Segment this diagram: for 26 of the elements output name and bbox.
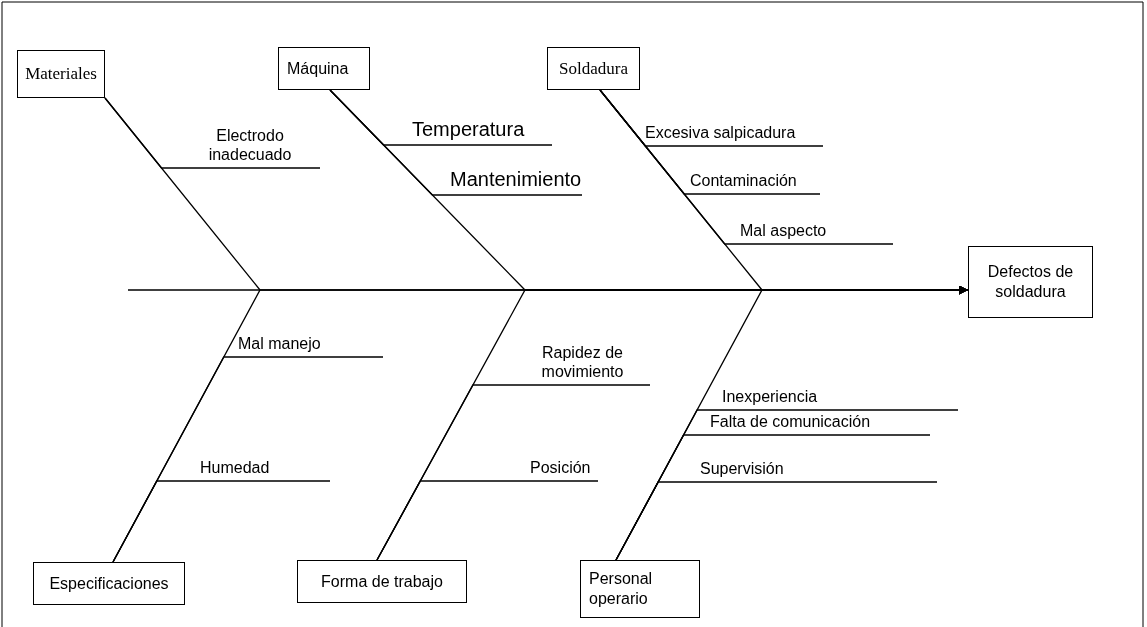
cause-line [615, 481, 938, 561]
cause-line [329, 89, 583, 196]
cause-line [376, 480, 599, 561]
cause-label: Excesiva salpicadura [645, 118, 823, 146]
cause-label: Mal aspecto [740, 216, 893, 244]
cause-line [104, 97, 321, 169]
cause-label: Falta de comunicación [710, 411, 930, 435]
category-box: Soldadura [547, 47, 640, 90]
cause-label: Mantenimiento [450, 164, 582, 195]
cause-label: Posición [530, 453, 598, 481]
cause-label: Contaminación [690, 166, 820, 194]
cause-label: Humedad [200, 453, 330, 481]
cause-label: Electrodo inadecuado [190, 118, 320, 168]
cause-label: Temperatura [412, 114, 552, 145]
cause-label: Supervisión [700, 454, 937, 482]
cause-label: Inexperiencia [722, 382, 958, 410]
category-box: Forma de trabajo [297, 560, 467, 603]
cause-line [112, 480, 331, 563]
category-box: Máquina [278, 47, 370, 90]
cause-line [599, 89, 894, 245]
effect-box: Defectos de soldadura [968, 246, 1093, 318]
category-box: Materiales [17, 50, 105, 98]
cause-label: Mal manejo [238, 329, 383, 357]
cause-label: Rapidez de movimiento [515, 323, 650, 385]
category-box: Personal operario [580, 560, 700, 618]
category-box: Especificaciones [33, 562, 185, 605]
